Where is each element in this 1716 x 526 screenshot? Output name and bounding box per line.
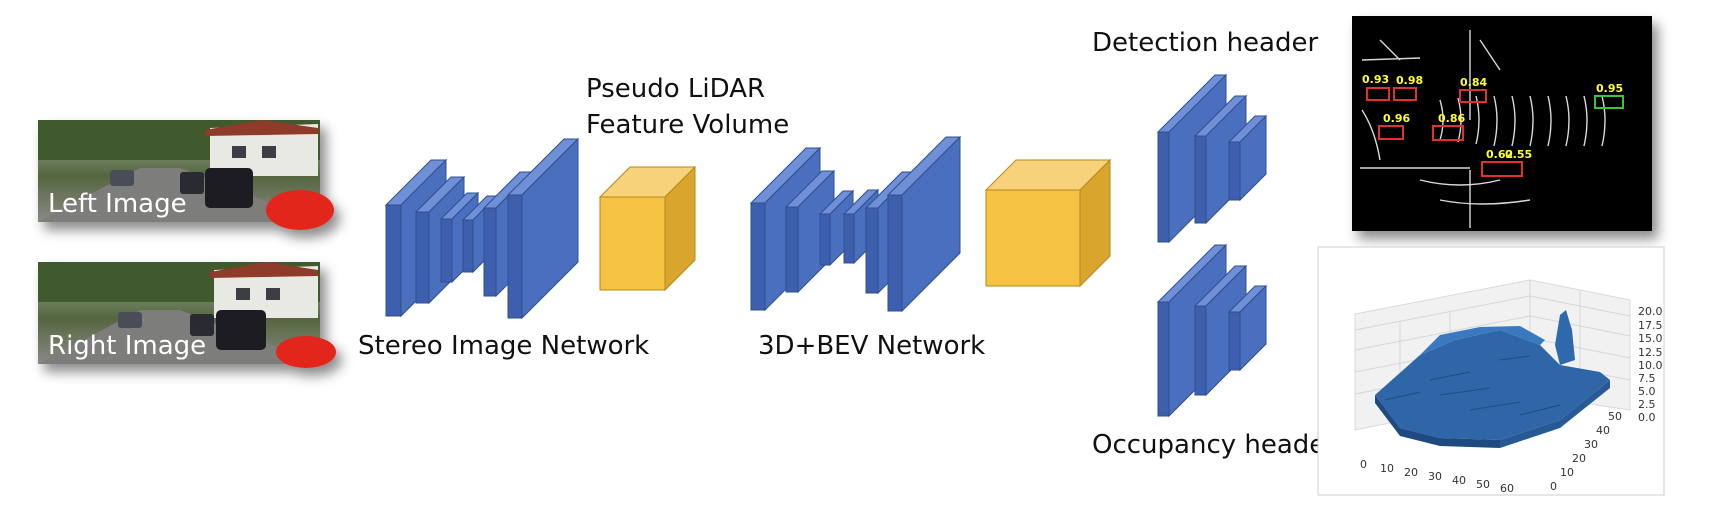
z-tick: 17.5 [1638,319,1663,332]
detection-result-image: 0.93 0.98 0.84 0.95 0.96 0.86 0.62 0.55 [1352,16,1652,231]
x-tick: 30 [1428,470,1442,483]
detection-head [1156,73,1268,244]
right-image-label: Right Image [48,331,206,361]
detection-box [1481,161,1523,177]
z-tick: 5.0 [1638,385,1656,398]
detection-head-label: Detection header [1092,28,1318,58]
detection-box [1366,87,1390,101]
occupancy-head [1156,243,1268,418]
detection-score: 0.55 [1505,148,1532,161]
stereo-layer-6 [506,137,580,320]
x-tick: 10 [1380,462,1394,475]
detection-score: 0.62 [1486,148,1513,161]
feature-volume-cube [598,165,697,292]
z-tick: 2.5 [1638,398,1656,411]
detection-boxes [1366,87,1624,177]
detection-box [1594,95,1624,109]
bev-network [749,135,962,313]
stereo-network-label: Stereo Image Network [358,331,649,361]
detection-score: 0.96 [1383,112,1410,125]
detection-box [1393,87,1417,101]
z-tick: 7.5 [1638,372,1656,385]
detection-score: 0.93 [1362,73,1389,86]
z-tick: 12.5 [1638,346,1663,359]
detection-score: 0.86 [1438,112,1465,125]
occupancy-z-ticks: 20.0 17.5 15.0 12.5 10.0 7.5 5.0 2.5 0.0 [1638,305,1663,424]
y-tick: 30 [1584,438,1598,451]
x-tick: 40 [1452,474,1466,487]
y-tick: 50 [1608,410,1622,423]
left-image-label: Left Image [48,189,187,219]
z-tick: 0.0 [1638,411,1656,424]
occupancy-layer-3 [1227,284,1268,372]
detection-score: 0.84 [1460,76,1487,89]
y-tick: 0 [1550,480,1557,493]
feature-volume-label-line2: Feature Volume [586,110,789,140]
point-cloud-scan-lines [1360,30,1606,228]
right-image-panel: Right Image [38,262,336,368]
y-tick: 10 [1560,466,1574,479]
occupancy-plot: 20.0 17.5 15.0 12.5 10.0 7.5 5.0 2.5 0.0… [1317,246,1665,496]
x-tick: 50 [1476,478,1490,491]
x-tick: 0 [1360,458,1367,471]
detection-score: 0.95 [1596,82,1623,95]
bev-layer-6 [886,135,962,313]
x-tick: 20 [1404,466,1418,479]
feature-volume-label-line1: Pseudo LiDAR [586,74,765,104]
z-tick: 20.0 [1638,305,1663,318]
left-image-panel: Left Image [38,120,334,230]
y-tick: 40 [1596,424,1610,437]
detection-box [1432,125,1464,141]
detection-scores: 0.93 0.98 0.84 0.95 0.96 0.86 0.62 0.55 [1362,73,1623,161]
occupancy-head-label: Occupancy header [1092,430,1336,460]
z-tick: 15.0 [1638,332,1663,345]
y-tick: 20 [1572,452,1586,465]
z-tick: 10.0 [1638,359,1663,372]
stereo-image-network [384,137,580,320]
occupancy-x-ticks: 0 10 20 30 40 50 60 [1360,458,1514,495]
x-tick: 60 [1500,482,1514,495]
detection-box [1378,125,1404,140]
detection-score: 0.98 [1396,74,1423,87]
occupancy-y-ticks: 0 10 20 30 40 50 [1550,410,1622,493]
detection-box [1459,89,1487,103]
bev-network-label: 3D+BEV Network [758,331,985,361]
bev-feature-cube [984,158,1112,288]
detection-layer-3 [1227,114,1268,202]
occupancy-voxels [1375,310,1610,448]
